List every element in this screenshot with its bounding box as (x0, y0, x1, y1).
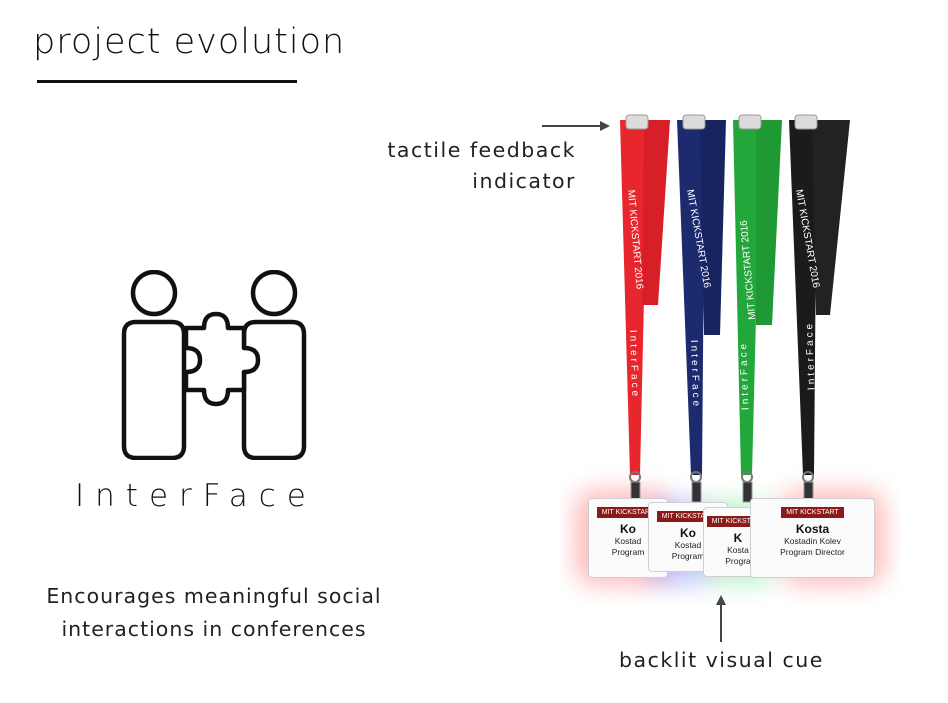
badge-name: Kosta (795, 522, 830, 536)
badge-role: Program Director (780, 547, 845, 557)
tagline: Encourages meaningful social interaction… (14, 580, 414, 646)
lanyard-product-photo: MIT KICKSTART 2016 InterFace MIT KICKSTA… (560, 105, 900, 605)
callout-tactile-feedback: tactile feedback indicator (380, 135, 576, 197)
badge-event-tag: MIT KICKSTART (596, 507, 660, 518)
lanyard-red-brand-text: InterFace (627, 330, 640, 400)
badge-full-name: Kostadin Kolev (784, 536, 841, 546)
badge-event-tag: MIT KICKSTART (706, 516, 770, 527)
callout-top-line-2: indicator (472, 169, 576, 193)
badge-full-name: Kostad (674, 540, 702, 550)
badge-role: Program (671, 551, 705, 561)
badge-name: K (733, 531, 743, 545)
tagline-line-1: Encourages meaningful social (46, 584, 382, 608)
badge-role: Progra (725, 556, 751, 566)
badge-role: Program (611, 547, 645, 557)
badge-full-name: Kosta (727, 545, 749, 555)
lanyard-black-brand-text: InterFace (804, 321, 817, 391)
arrow-up-icon (716, 595, 726, 642)
arrow-right-icon (542, 121, 610, 131)
badge-full-name: Kostad (614, 536, 642, 546)
lanyard-green-brand-text: InterFace (738, 341, 751, 411)
callout-top-line-1: tactile feedback (387, 138, 576, 162)
page-title: project evolution (33, 22, 346, 62)
badge-name: Ko (680, 526, 696, 540)
callout-backlit-cue: backlit visual cue (619, 648, 824, 672)
brand-name: InterFace (75, 478, 317, 514)
badge-black: MIT KICKSTART Kosta Kostadin Kolev Progr… (750, 498, 875, 578)
title-underline (37, 80, 297, 83)
people-puzzle-logo-icon (121, 270, 307, 460)
badge-event-tag: MIT KICKSTART (781, 507, 844, 518)
badge-event-tag: MIT KICKSTART (656, 511, 720, 522)
lanyard-navy-brand-text: InterFace (688, 340, 701, 410)
tagline-line-2: interactions in conferences (61, 617, 367, 641)
badge-name: Ko (620, 522, 636, 536)
